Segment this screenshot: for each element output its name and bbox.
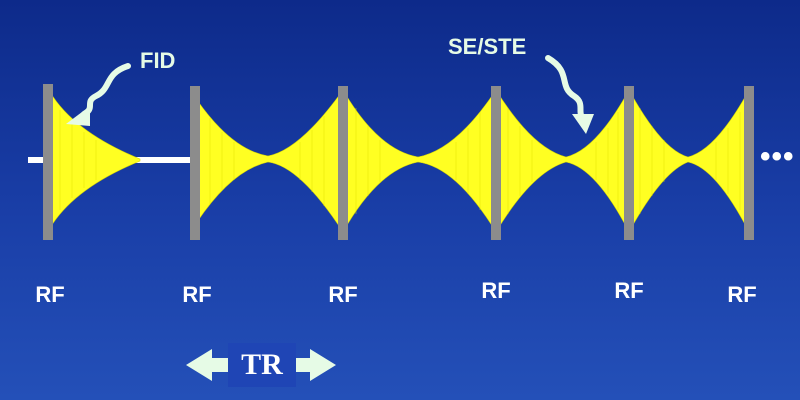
fid-signal [49,90,141,230]
tr-label: TR [241,348,283,381]
rf-pulse-bar-6 [744,86,754,240]
rf-pulse-bar-4 [491,86,501,240]
se-ste-arrow-icon [545,55,594,134]
rf-label-5: RF [614,278,644,303]
rf-pulse-bars [43,84,754,240]
continuation-dots: ••• [760,140,795,173]
tr-box: TR [228,343,296,387]
rf-pulse-bar-5 [624,86,634,240]
rf-pulse-bar-3 [338,86,348,240]
signal-hatching [59,108,741,214]
echo-signal-3 [495,88,630,234]
fid-label: FID [140,48,176,73]
rf-label-4: RF [481,278,511,303]
rf-label-2: RF [182,282,212,307]
tr-double-arrow-icon [186,349,336,381]
echo-signal-2 [342,88,497,234]
rf-label-3: RF [328,282,358,307]
fid-arrow-icon [66,63,131,126]
se-ste-label: SE/STE [448,34,527,59]
rf-pulse-bar-1 [43,84,53,240]
rf-pulse-bar-2 [190,86,200,240]
rf-label-6: RF [727,282,757,307]
echo-signal-4 [628,89,750,233]
rf-label-1: RF [35,282,65,307]
echo-signal-1 [196,89,344,234]
